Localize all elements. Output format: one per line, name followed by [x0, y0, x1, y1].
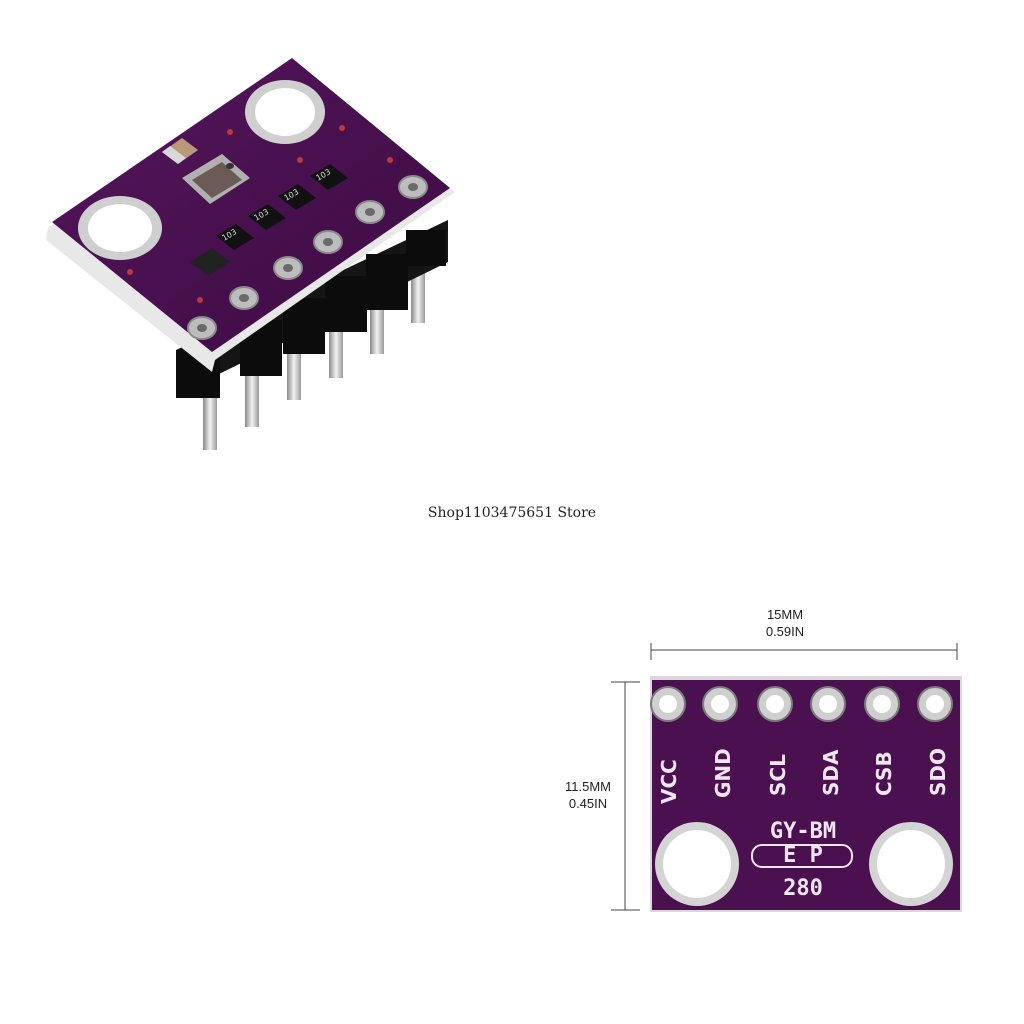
- resistor: 103: [248, 204, 286, 230]
- width-dimension-line: [650, 643, 958, 660]
- pin-header: [176, 220, 448, 398]
- mounting-hole-right: [869, 822, 953, 906]
- width-in: 0.59IN: [765, 624, 805, 639]
- pin-label-csb: CSB: [872, 751, 896, 796]
- height-dimension-line: [611, 681, 640, 911]
- silkscreen-number: 280: [783, 876, 823, 901]
- silkscreen-ep: E P: [783, 843, 823, 868]
- height-mm: 11.5MM: [565, 779, 611, 794]
- pin-label-sdo: SDO: [926, 748, 950, 796]
- mounting-hole: [245, 80, 325, 144]
- width-dimension-label: 15MM 0.59IN: [730, 606, 840, 640]
- resistor: 103: [278, 184, 316, 210]
- height-in: 0.45IN: [568, 796, 608, 811]
- header-pins: [203, 268, 425, 450]
- pin-label-sda: SDA: [819, 749, 843, 796]
- resistor: 103: [310, 164, 348, 190]
- height-dimension-label: 11.5MM 0.45IN: [548, 778, 628, 812]
- sensor-board-photo: 103 103 103 103: [46, 58, 455, 450]
- silkscreen-model: GY-BM: [770, 819, 836, 844]
- width-mm: 15MM: [766, 607, 804, 622]
- transistor: [190, 248, 230, 276]
- pcb-board: [52, 58, 450, 352]
- resistor: 103: [216, 224, 254, 250]
- pin-label-vcc: VCC: [657, 759, 681, 804]
- mounting-hole-left: [655, 822, 739, 906]
- capacitor: [162, 138, 198, 164]
- pin-label-gnd: GND: [711, 748, 735, 798]
- pressure-sensor-chip: [182, 154, 250, 204]
- store-watermark: Shop1103475651 Store: [427, 505, 597, 521]
- mounting-hole: [78, 196, 162, 260]
- pin-label-scl: SCL: [766, 754, 790, 796]
